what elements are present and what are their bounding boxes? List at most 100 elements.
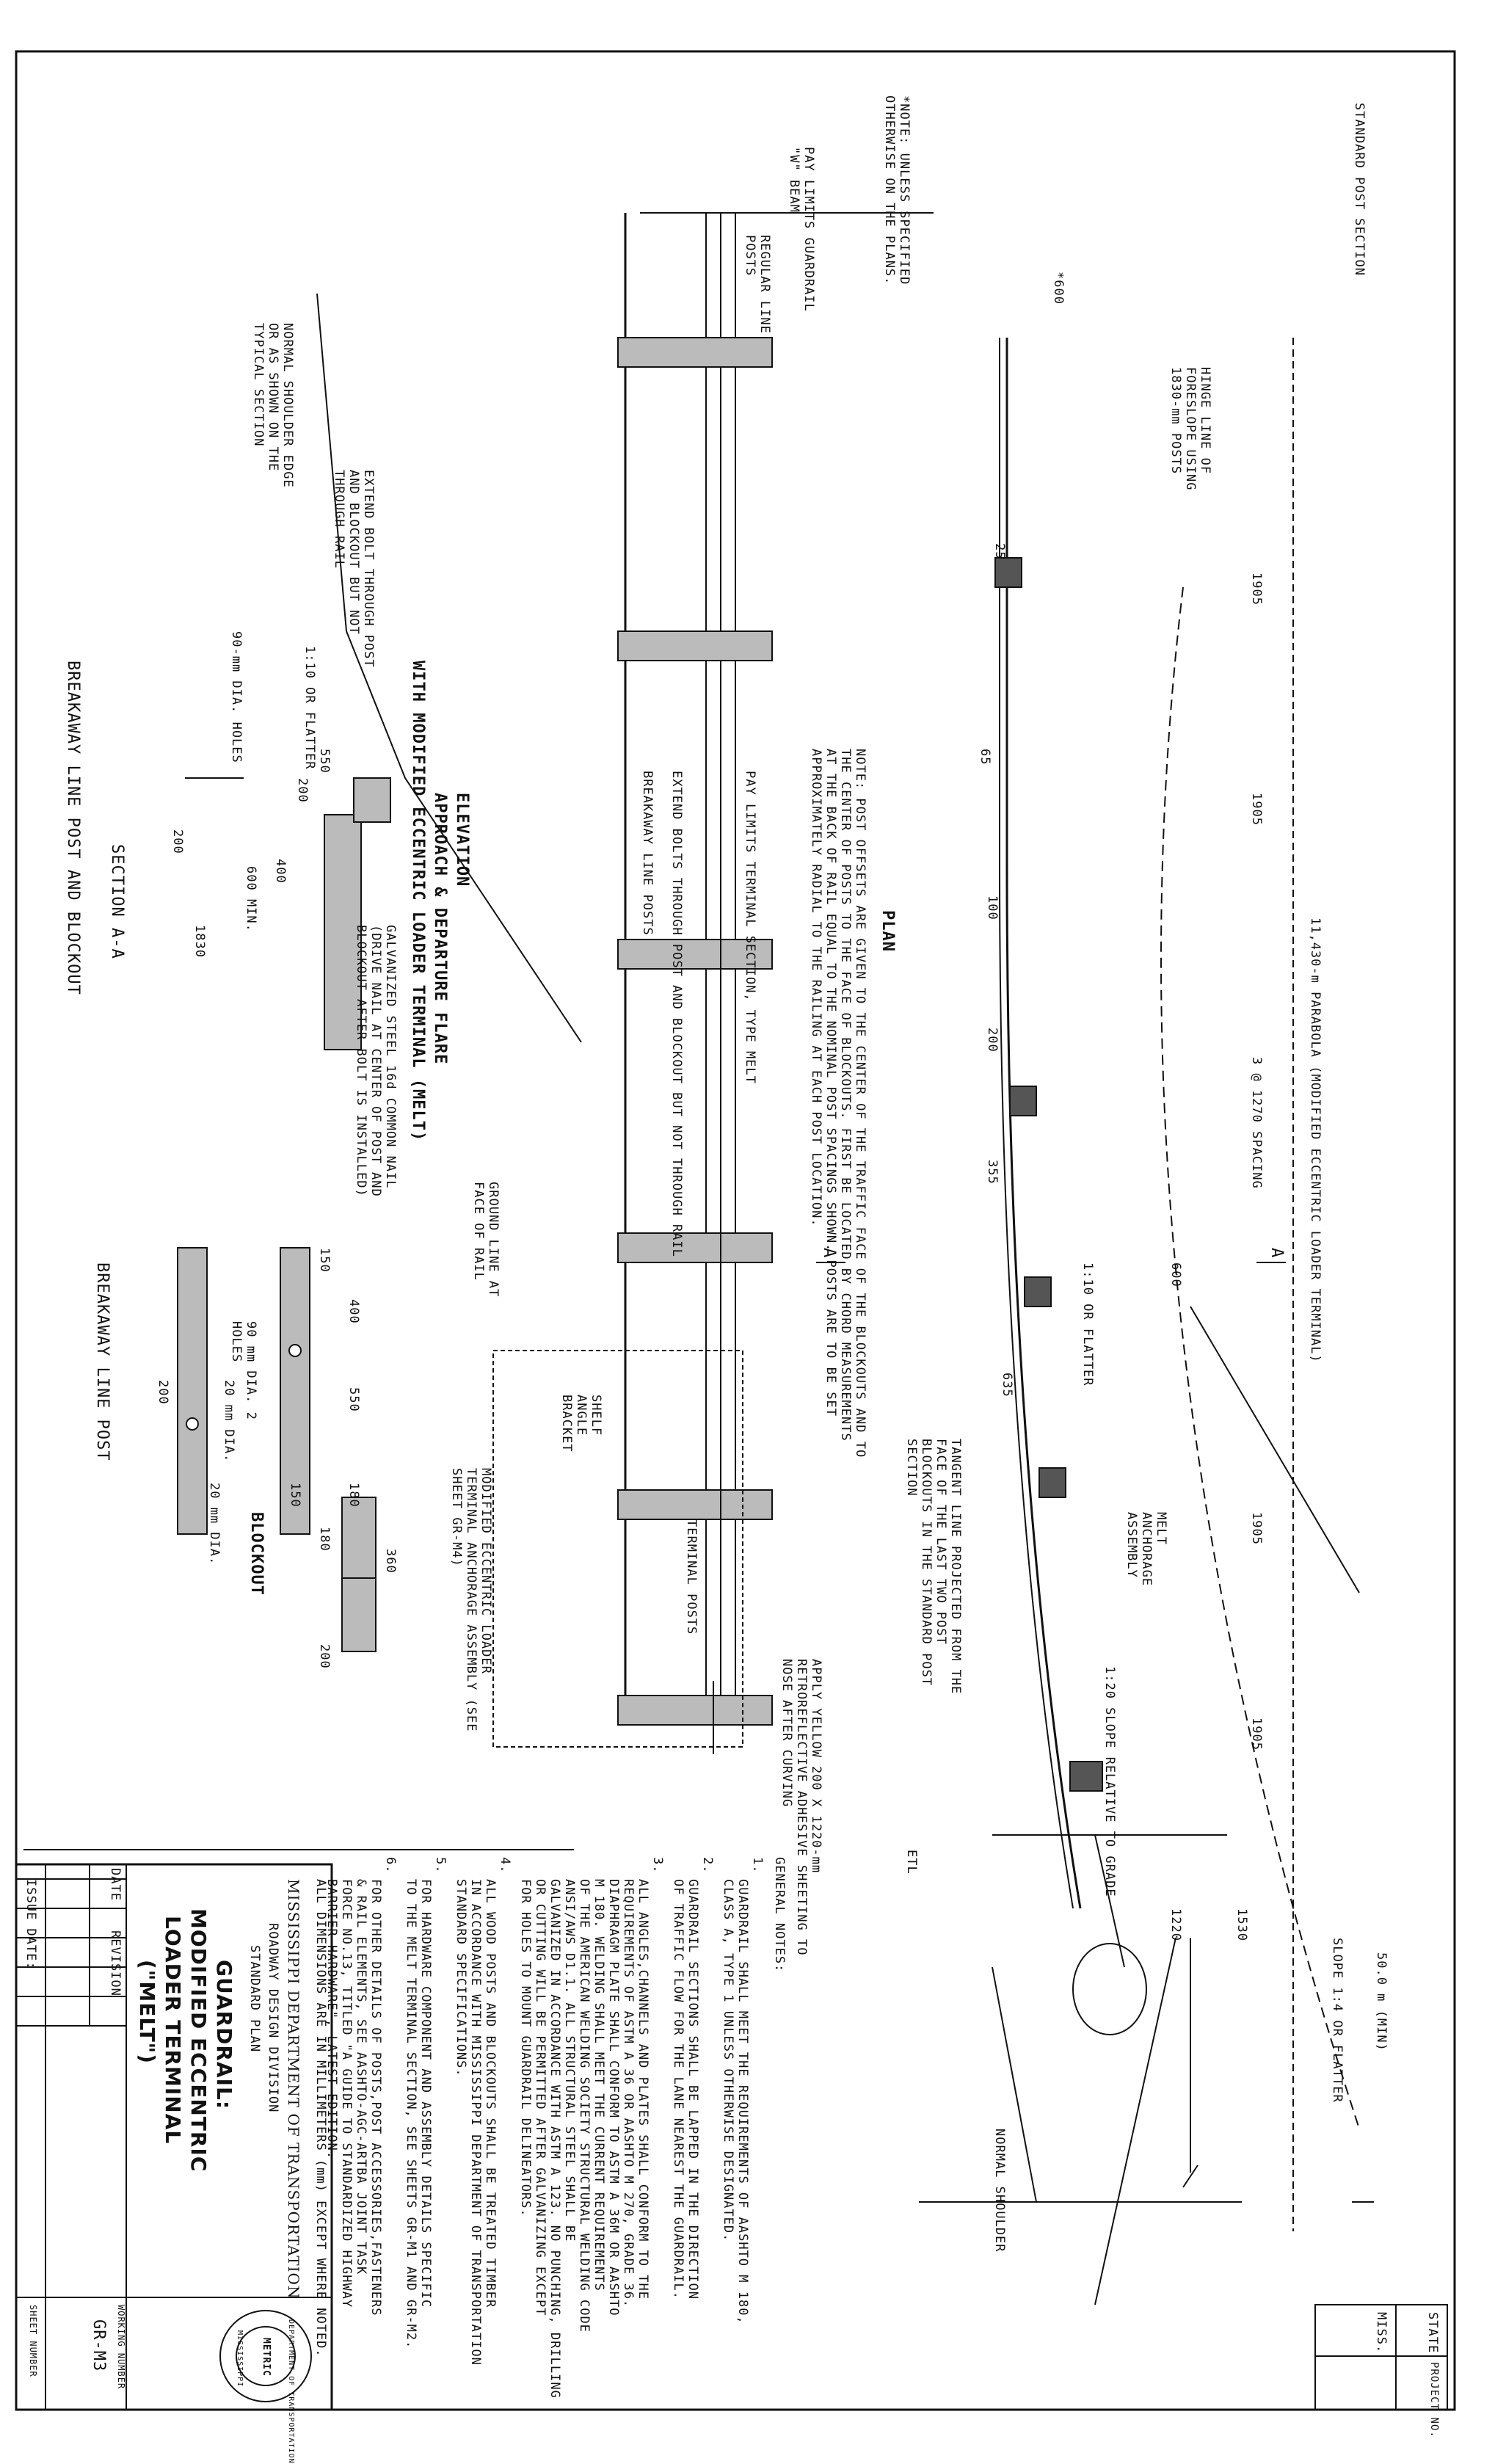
melt-anchorage-label: MELT ANCHORAGE ASSEMBLY (1124, 1512, 1168, 1587)
terminal-detail-box (492, 1350, 743, 1748)
blockout-front (341, 1577, 376, 1652)
general-note-number: 4. (498, 1857, 512, 1874)
plan-type: STANDARD PLAN (247, 1945, 262, 2053)
section-blockout (353, 777, 391, 823)
offset-355: 355 (985, 1160, 1000, 1185)
melt-anchorage-end (1072, 1943, 1147, 2035)
general-note-item: 5.FOR HARDWARE COMPONENT AND ASSEMBLY DE… (404, 1857, 448, 2371)
note-offsets-1: NOTE: POST OFFSETS ARE GIVEN TO THE CENT… (853, 749, 867, 1458)
elevation-title: ELEVATION (453, 793, 471, 887)
slope-relative: 1:20 SLOPE RELATIVE TO GRADE (1102, 1666, 1117, 1897)
general-note-line: ALL ANGLES,CHANNELS AND PLATES SHALL CON… (636, 1879, 650, 2300)
dim-600: 600 (1168, 1262, 1183, 1287)
hinge-line-label: HINGE LINE OF FORESLOPE USING 1830-mm PO… (1168, 367, 1212, 491)
elevation-subtitle-1: APPROACH & DEPARTURE FLARE (431, 793, 449, 1065)
general-note-line: GALVANIZED IN ACCORDANCE WITH ASTM A 123… (548, 1879, 562, 2399)
plan-title: PLAN (878, 910, 897, 952)
working-number: GR-M3 (90, 2319, 108, 2372)
bp-dim-150: 150 (317, 1248, 332, 1273)
general-note-line: FOR OTHER DETAILS OF POSTS,POST ACCESSOR… (368, 1879, 383, 2316)
section-dim-200b: 200 (170, 829, 185, 854)
general-note-line: GUARDRAIL SHALL MEET THE REQUIREMENTS OF… (735, 1879, 750, 2325)
bo-dia: 20 mm DIA. (207, 1483, 222, 1566)
bp-dim-200: 200 (156, 1380, 170, 1405)
general-note-item: 1.GUARDRAIL SHALL MEET THE REQUIREMENTS … (721, 1857, 765, 2371)
general-note-number: 5. (433, 1857, 448, 1874)
agency: MISSISSIPPI DEPARTMENT OF TRANSPORTATION (285, 1879, 302, 2300)
elev-post-3 (617, 939, 773, 970)
col-revision: REVISION (108, 1930, 123, 1996)
note-unless: *NOTE: UNLESS SPECIFIED OTHERWISE ON THE… (882, 95, 912, 286)
dim-1905-b: 1905 (1249, 793, 1264, 826)
elev-post-2 (617, 630, 773, 661)
general-notes-title: GENERAL NOTES: (772, 1857, 787, 1973)
dim-1905-c: 1905 (1249, 1512, 1264, 1545)
dim-1220: 1220 (1168, 1908, 1183, 1941)
section-aa-subtitle: BREAKAWAY LINE POST AND BLOCKOUT (64, 661, 82, 995)
sheet-number-label: SHEET NUMBER (28, 2305, 38, 2377)
extend-bolt-section: EXTEND BOLT THROUGH POST AND BLOCKOUT BU… (332, 470, 376, 668)
issue-date: ISSUE DATE: (23, 1879, 38, 1970)
terminal-posts: TERMINAL POSTS (684, 1519, 699, 1635)
plan-post-4 (1024, 1276, 1052, 1307)
modified-anchorage: MODIFIED ECCENTRIC LOADER TERMINAL ANCHO… (449, 1468, 493, 1732)
general-note-item: 2.GUARDRAIL SECTIONS SHALL BE LAPPED IN … (671, 1857, 715, 2371)
section-aa-title: SECTION A-A (108, 844, 126, 959)
seal-top: DEPARTMENT OF TRANSPORTATION (287, 2319, 295, 2464)
section-dim-600: 600 MIN. (244, 866, 258, 932)
seal-mid: METRIC (261, 2338, 272, 2377)
breakaway-line-posts: BREAKAWAY LINE POSTS (640, 771, 655, 936)
bp-dim-400: 400 (346, 1299, 361, 1324)
sheet-border (15, 50, 1456, 2411)
general-note-number: 3. (650, 1857, 665, 1874)
elevation-subtitle-2: WITH MODIFIED ECCENTRIC LOADER TERMINAL … (409, 661, 427, 1142)
general-note-line: STANDARD SPECIFICATIONS. (454, 1879, 468, 2077)
breakaway-post-side (177, 1247, 208, 1535)
title-2: MODIFIED ECCENTRIC (186, 1908, 211, 2173)
offset-25: 25 (992, 543, 1007, 560)
bp-dia: 20 mm DIA. (222, 1380, 236, 1463)
dim-1905-a: 1905 (1249, 573, 1264, 606)
general-note-line: ALL WOOD POSTS AND BLOCKOUTS SHALL BE TR… (483, 1879, 498, 2308)
dimensions-note: ALL DIMENSIONS ARE IN MILLIMETERS (mm) E… (313, 1879, 328, 2358)
general-note-item: 3.ALL ANGLES,CHANNELS AND PLATES SHALL C… (518, 1857, 665, 2399)
general-note-line: REQUIREMENTS OF ASTM A 36 OR AASHTO M 27… (621, 1879, 636, 2308)
section-dim-200a: 200 (295, 778, 310, 803)
plan-rail (1005, 338, 1082, 1909)
breakaway-post-elevation (280, 1247, 310, 1535)
normal-shoulder-edge: NORMAL SHOULDER EDGE OR AS SHOWN ON THE … (251, 323, 295, 488)
general-note-line: GUARDRAIL SECTIONS SHALL BE LAPPED IN TH… (685, 1879, 700, 2300)
section-dim-400: 400 (273, 859, 288, 884)
flare-rate: 1:10 OR FLATTER (1080, 1262, 1095, 1387)
galvanized-nail: GALVANIZED STEEL 16d COMMON NAIL (DRIVE … (354, 925, 398, 1197)
plan-post-1 (994, 557, 1022, 588)
section-dim-550: 550 (317, 749, 332, 774)
division: ROADWAY DESIGN DIVISION (266, 1923, 280, 2113)
general-note-line: FORCE NO.13, TITLED "A GUIDE TO STANDARD… (339, 1879, 354, 2308)
note-offsets-2: THE CENTER OF POSTS TO THE FACE OF BLOCK… (838, 749, 853, 1442)
title-1: GUARDRAIL: (212, 1960, 236, 2110)
dim-600-star: *600 (1051, 272, 1066, 305)
general-notes-list: 1.GUARDRAIL SHALL MEET THE REQUIREMENTS … (324, 1857, 765, 2399)
extend-bolts: EXTEND BOLTS THROUGH POST AND BLOCKOUT B… (669, 771, 684, 1257)
title-3: LOADER TERMINAL (161, 1916, 185, 2145)
offset-200: 200 (985, 1028, 1000, 1053)
col-date: DATE (108, 1868, 123, 1901)
mdot-seal (219, 2310, 312, 2402)
bp-dim-550: 550 (346, 1387, 361, 1412)
hinge-line (1160, 586, 1360, 2129)
general-note-line: FOR HOLES TO MOUNT GUARDRAIL DELINEATORS… (518, 1879, 533, 2217)
bo-dim-200: 200 (317, 1644, 332, 1669)
general-note-line: & RAIL ELEMENTS, SEE AASHTO-AGC-ARTBA JO… (354, 1879, 368, 2275)
ground-line-label: GROUND LINE AT FACE OF RAIL (471, 1182, 501, 1298)
general-note-line: OR CUTTING WILL BE PERMITTED AFTER GALVA… (533, 1879, 548, 2316)
bo-dim-360: 360 (383, 1549, 398, 1574)
general-notes: GENERAL NOTES: 1.GUARDRAIL SHALL MEET TH… (319, 1857, 787, 2399)
tangent-line-label: TANGENT LINE PROJECTED FROM THE FACE OF … (904, 1439, 963, 1695)
regular-line-posts: REGULAR LINE POSTS (743, 235, 772, 334)
offset-65: 65 (978, 749, 992, 766)
general-note-line: OF TRAFFIC FLOW FOR THE LANE NEAREST THE… (671, 1879, 685, 2300)
elev-post-4 (617, 1232, 773, 1263)
